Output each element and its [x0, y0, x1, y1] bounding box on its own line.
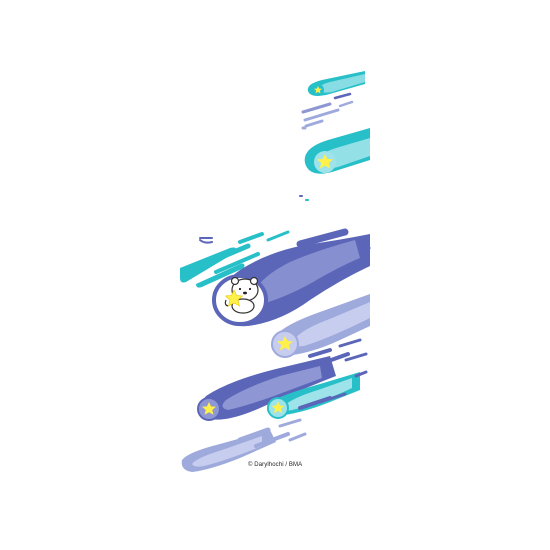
streaks-top — [301, 92, 354, 130]
comet-glow — [283, 378, 352, 411]
bear-character — [224, 276, 259, 314]
star-icon — [224, 289, 244, 307]
comet-periwinkle-middle — [271, 294, 370, 358]
streaks-teal-left — [180, 230, 290, 288]
comet-navy-lower — [197, 356, 336, 421]
star-icon — [314, 86, 322, 94]
star-icon — [202, 402, 216, 415]
star-icon — [271, 401, 285, 414]
copyright-text: © Darylhochi / BMA — [248, 462, 303, 468]
comet-big-navy — [212, 228, 371, 327]
comet-glow — [252, 240, 360, 305]
comet-teal-upper — [304, 128, 370, 174]
streaks-lower-right — [298, 370, 368, 410]
comet-glow — [222, 366, 322, 410]
streaks-upper-right — [299, 195, 309, 201]
comet-glow — [293, 302, 370, 347]
star-icon — [317, 154, 333, 169]
comet-periwinkle-bottom — [181, 418, 307, 472]
accent-bits — [199, 239, 213, 244]
comet-glow — [318, 74, 365, 93]
comet-teal-lower — [267, 372, 360, 419]
star-icon — [277, 336, 293, 351]
comet-top-small — [307, 71, 365, 96]
comet-glow — [192, 436, 262, 467]
